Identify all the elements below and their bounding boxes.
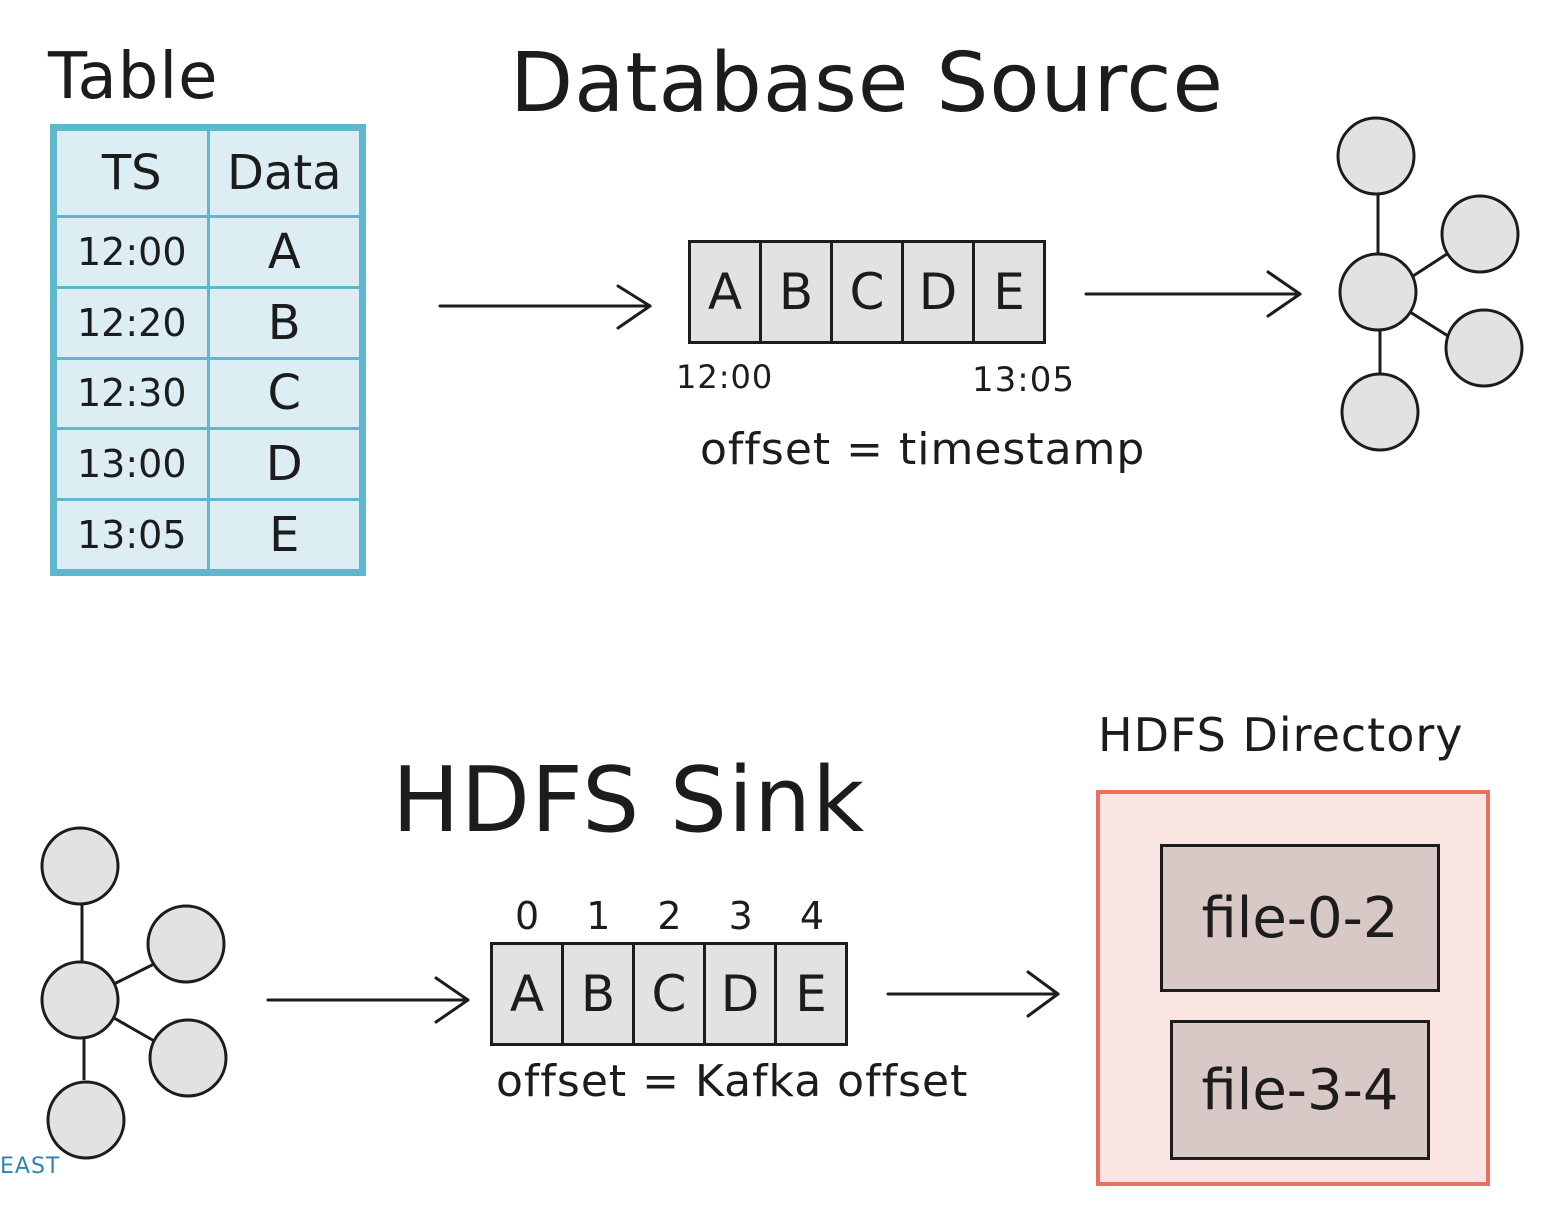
source-log: A B C D E: [688, 240, 1046, 344]
offset-number: 1: [586, 894, 612, 938]
watermark-text: EAST: [0, 1154, 61, 1179]
log-start-timestamp: 12:00: [676, 358, 774, 396]
kafka-cluster-icon: [40, 826, 228, 1160]
table-header-row: TS Data: [54, 128, 362, 218]
log-end-timestamp: 13:05: [972, 360, 1075, 400]
table-row: 13:00 D: [54, 427, 362, 502]
offset-number: 3: [728, 894, 754, 938]
log-cell: E: [993, 263, 1025, 321]
arrow-log-to-kafka: [1084, 270, 1302, 318]
row-ts: 12:30: [54, 356, 210, 431]
arrow-sink-log-to-hdfs: [886, 970, 1060, 1018]
row-ts: 12:00: [54, 215, 210, 289]
row-data: A: [206, 215, 362, 289]
table-row: 13:05 E: [54, 498, 362, 572]
hdfs-directory-label: HDFS Directory: [1098, 708, 1464, 762]
sink-log: A B C D E: [490, 942, 848, 1046]
hdfs-directory: file-0-2 file-3-4: [1096, 790, 1490, 1186]
header-ts: TS: [54, 128, 210, 218]
log-cell: B: [762, 243, 833, 341]
log-cell: E: [795, 965, 827, 1023]
kafka-cluster-icon: [1336, 116, 1524, 452]
hdfs-file: file-0-2: [1160, 844, 1440, 992]
table-row: 12:20 B: [54, 285, 362, 360]
arrow-table-to-log: [438, 284, 652, 330]
offset-number: 0: [515, 894, 541, 938]
offset-number: 2: [657, 894, 683, 938]
log-cell: D: [706, 945, 777, 1043]
row-data: C: [206, 356, 362, 431]
header-data: Data: [206, 128, 362, 218]
hdfs-sink-title: HDFS Sink: [392, 748, 866, 853]
sink-offset-caption: offset = Kafka offset: [496, 1056, 969, 1107]
source-offset-caption: offset = timestamp: [700, 424, 1146, 475]
table-label: Table: [48, 40, 219, 114]
log-cell: A: [691, 243, 762, 341]
row-ts: 13:00: [54, 427, 210, 502]
row-data: D: [206, 427, 362, 502]
sink-offset-numbers: 0 1 2 3 4: [492, 894, 848, 942]
row-ts: 13:05: [54, 498, 210, 572]
row-data: B: [206, 285, 362, 360]
log-cell: C: [635, 945, 706, 1043]
table-row: 12:00 A: [54, 215, 362, 289]
offset-number: 4: [799, 894, 825, 938]
log-cell: C: [833, 243, 904, 341]
database-source-title: Database Source: [510, 36, 1224, 131]
row-ts: 12:20: [54, 285, 210, 360]
table-row: 12:30 C: [54, 356, 362, 431]
hdfs-file: file-3-4: [1170, 1020, 1430, 1160]
log-cell: A: [493, 945, 564, 1043]
source-table-grid: TS Data 12:00 A 12:20 B 12:30 C 13:00 D …: [54, 128, 362, 572]
log-cell: D: [904, 243, 975, 341]
arrow-kafka-to-sink-log: [266, 976, 470, 1024]
source-table: TS Data 12:00 A 12:20 B 12:30 C 13:00 D …: [50, 124, 366, 576]
log-cell: B: [564, 945, 635, 1043]
row-data: E: [206, 498, 362, 572]
